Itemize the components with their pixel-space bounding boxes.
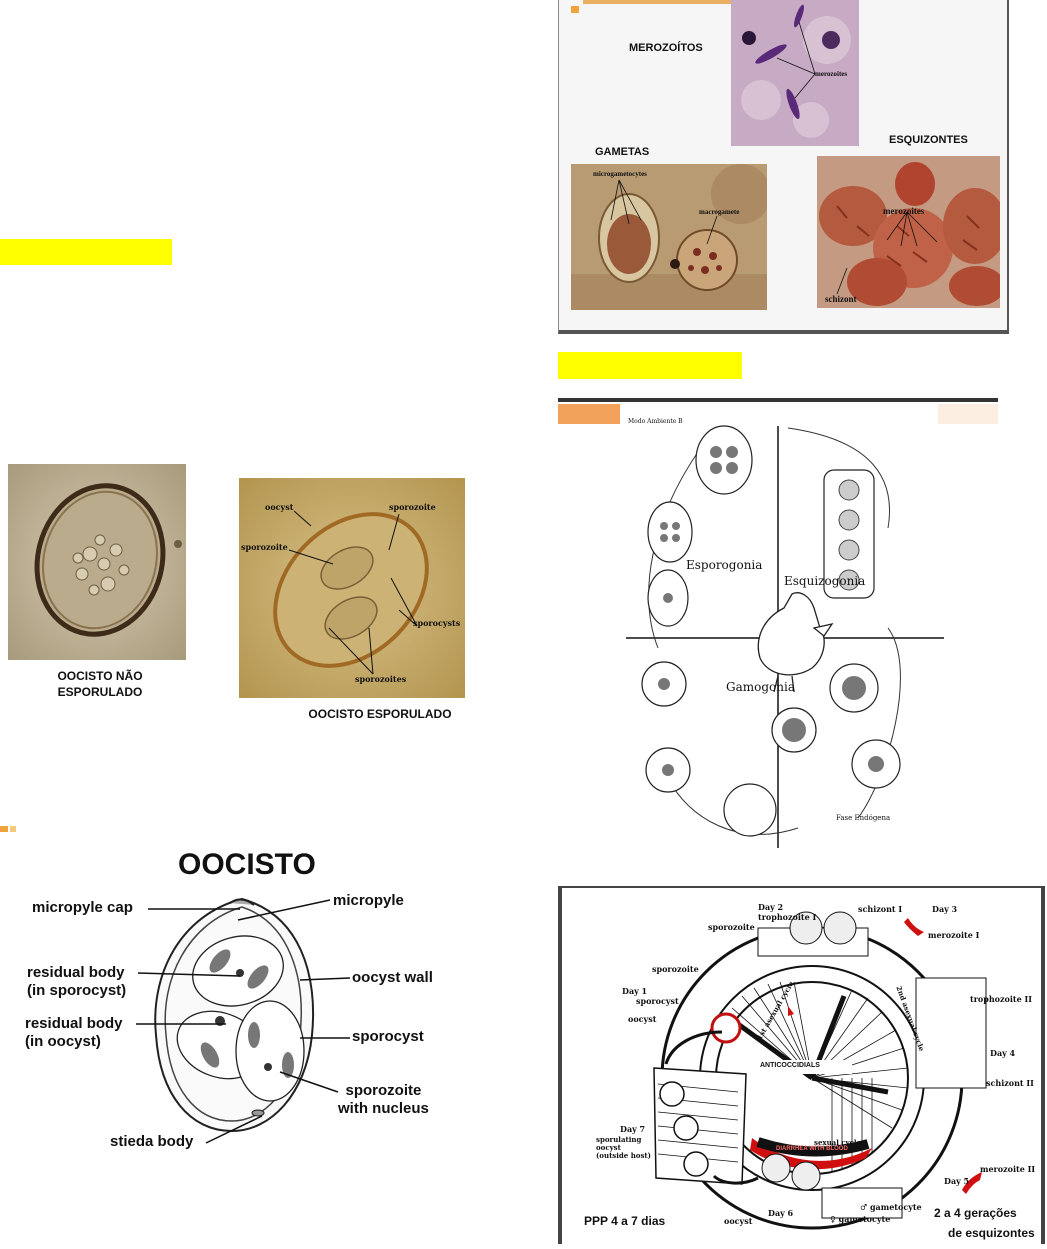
label-day6: Day 6 (768, 1208, 794, 1218)
label-day5: Day 5 (944, 1176, 970, 1186)
label-merozoite1: merozoite I (928, 930, 980, 940)
label-oocyst-b: oocyst (724, 1216, 753, 1226)
microgametocytes-label: microgametocytes (593, 170, 647, 178)
label-gametocyte-m: ♂ gametocyte (860, 1202, 922, 1212)
label-micropyle: micropyle (333, 892, 404, 909)
label-oocyst-wall: oocyst wall (352, 969, 433, 986)
label-diarrhea: DIARRHEA WITH BLOOD (776, 1146, 848, 1152)
label-day3: Day 3 (932, 904, 958, 914)
label-residual-body-oocyst-line1: residual body (25, 1015, 123, 1032)
label-residual-body-sporocyst-line1: residual body (27, 964, 125, 981)
label-ppp: PPP 4 a 7 dias (584, 1214, 666, 1228)
lifecycle1-top-bar (558, 398, 998, 402)
label-sporozoite-nucleus-line1: sporozoite (345, 1082, 422, 1099)
gamogonia-label: Gamogonia (726, 680, 795, 694)
label-sporozoite-left: sporozoite (241, 542, 288, 552)
label-day4: Day 4 (990, 1048, 1016, 1058)
label-sporozoite-a: sporozoite (708, 922, 755, 932)
esquizontes-title: ESQUIZONTES (889, 134, 968, 146)
gametes-photo: microgametocytes macrogamete (571, 164, 771, 310)
label-sexual-cycle: sexual cycle (814, 1138, 861, 1147)
label-schizont1: schizont I (858, 904, 903, 914)
gametas-title: GAMETAS (595, 146, 650, 158)
label-trophozoite1: trophozoite I (758, 912, 817, 922)
label-sporozoites: sporozoites (355, 674, 407, 684)
label-day1: Day 1 (622, 986, 648, 996)
lifecycle1-fade (938, 404, 998, 424)
label-micropyle-cap: micropyle cap (32, 899, 133, 916)
esporogonia-label: Esporogonia (686, 558, 763, 572)
label-trophozoite2: trophozoite II (970, 994, 1032, 1004)
bullet-marker-left-2 (10, 826, 16, 832)
lifecycle-diagram-1: Modo Ambiente B (558, 398, 998, 858)
oocyst-diagram (150, 895, 320, 1135)
label-merozoite2: merozoite II (980, 1164, 1036, 1174)
label-residual-body-sporocyst: residual body (in sporocyst) (27, 964, 126, 1000)
macrogamete-label: macrogamete (699, 208, 740, 216)
slide-top-bar (583, 0, 763, 4)
label-oocyst-photo: oocyst (265, 502, 294, 512)
merozoites-schizont-label: merozoites (883, 206, 925, 216)
merozoites-photo: merozoites (731, 0, 859, 146)
schizont-label: schizont (825, 294, 857, 304)
merozoitos-title: MEROZOÍTOS (629, 42, 703, 54)
label-sporozoite-top: sporozoite (389, 502, 436, 512)
label-anticoccidials: ANTICOCCIDIALS (760, 1062, 820, 1069)
esquizogonia-label: Esquizogonia (784, 574, 866, 588)
label-sporocyst-lc: sporocyst (636, 996, 679, 1006)
unsporulated-caption: OOCISTO NÃO ESPORULADO (57, 669, 143, 699)
merozoites-small-label: merozoites (815, 70, 848, 78)
highlight-bar-right (558, 352, 742, 379)
oocyst-diagram-title: OOCISTO (178, 848, 316, 881)
label-residual-body-oocyst: residual body (in oocyst) (25, 1015, 123, 1051)
label-sporocyst: sporocyst (352, 1028, 424, 1045)
label-oocyst-a: oocyst (628, 1014, 657, 1024)
label-sporozoite-nucleus: sporozoite with nucleus (338, 1082, 429, 1118)
label-day2: Day 2 (758, 902, 784, 912)
lifecycle-diagram-2: Day 2 trophozoite I schizont I Day 3 mer… (558, 886, 1045, 1244)
label-residual-body-sporocyst-line2: (in sporocyst) (27, 982, 127, 999)
oocyst-diagram-leaders (136, 899, 351, 1144)
bullet-marker-left (0, 826, 8, 832)
label-generations-2: de esquizontes (948, 1226, 1035, 1240)
label-gametocyte-f: ♀ gametocyte (830, 1214, 891, 1224)
label-sporozoite-nucleus-line2: with nucleus (338, 1100, 429, 1117)
label-day7: Day 7 (620, 1124, 646, 1134)
label-stieda-body: stieda body (110, 1133, 194, 1150)
label-sporocysts: sporocysts (413, 618, 461, 628)
label-generations-1: 2 a 4 gerações (934, 1206, 1017, 1220)
sporulated-oocyst-photo: oocyst sporozoite sporozoite sporocysts … (239, 478, 465, 698)
label-schizont2: schizont II (986, 1078, 1034, 1088)
label-sporozoite-b: sporozoite (652, 964, 699, 974)
slide-bullet (571, 6, 579, 13)
lifecycle1-footer: Fase Endógena (836, 814, 891, 822)
label-sporulating: sporulating oocyst (outside host) (596, 1135, 651, 1160)
lifecycle1-header: Modo Ambiente B (628, 418, 683, 425)
label-residual-body-oocyst-line2: (in oocyst) (25, 1033, 101, 1050)
micrograph-slide: merozoites MEROZOÍTOS GAMETAS microgamet… (558, 0, 1009, 334)
unsporulated-oocyst-photo (8, 464, 186, 660)
schizonts-photo: merozoites schizont (817, 156, 1007, 308)
sporulated-caption: OOCISTO ESPORULADO (308, 707, 452, 721)
highlight-bar-left (0, 239, 172, 265)
lifecycle1-orange-tab (558, 404, 620, 424)
